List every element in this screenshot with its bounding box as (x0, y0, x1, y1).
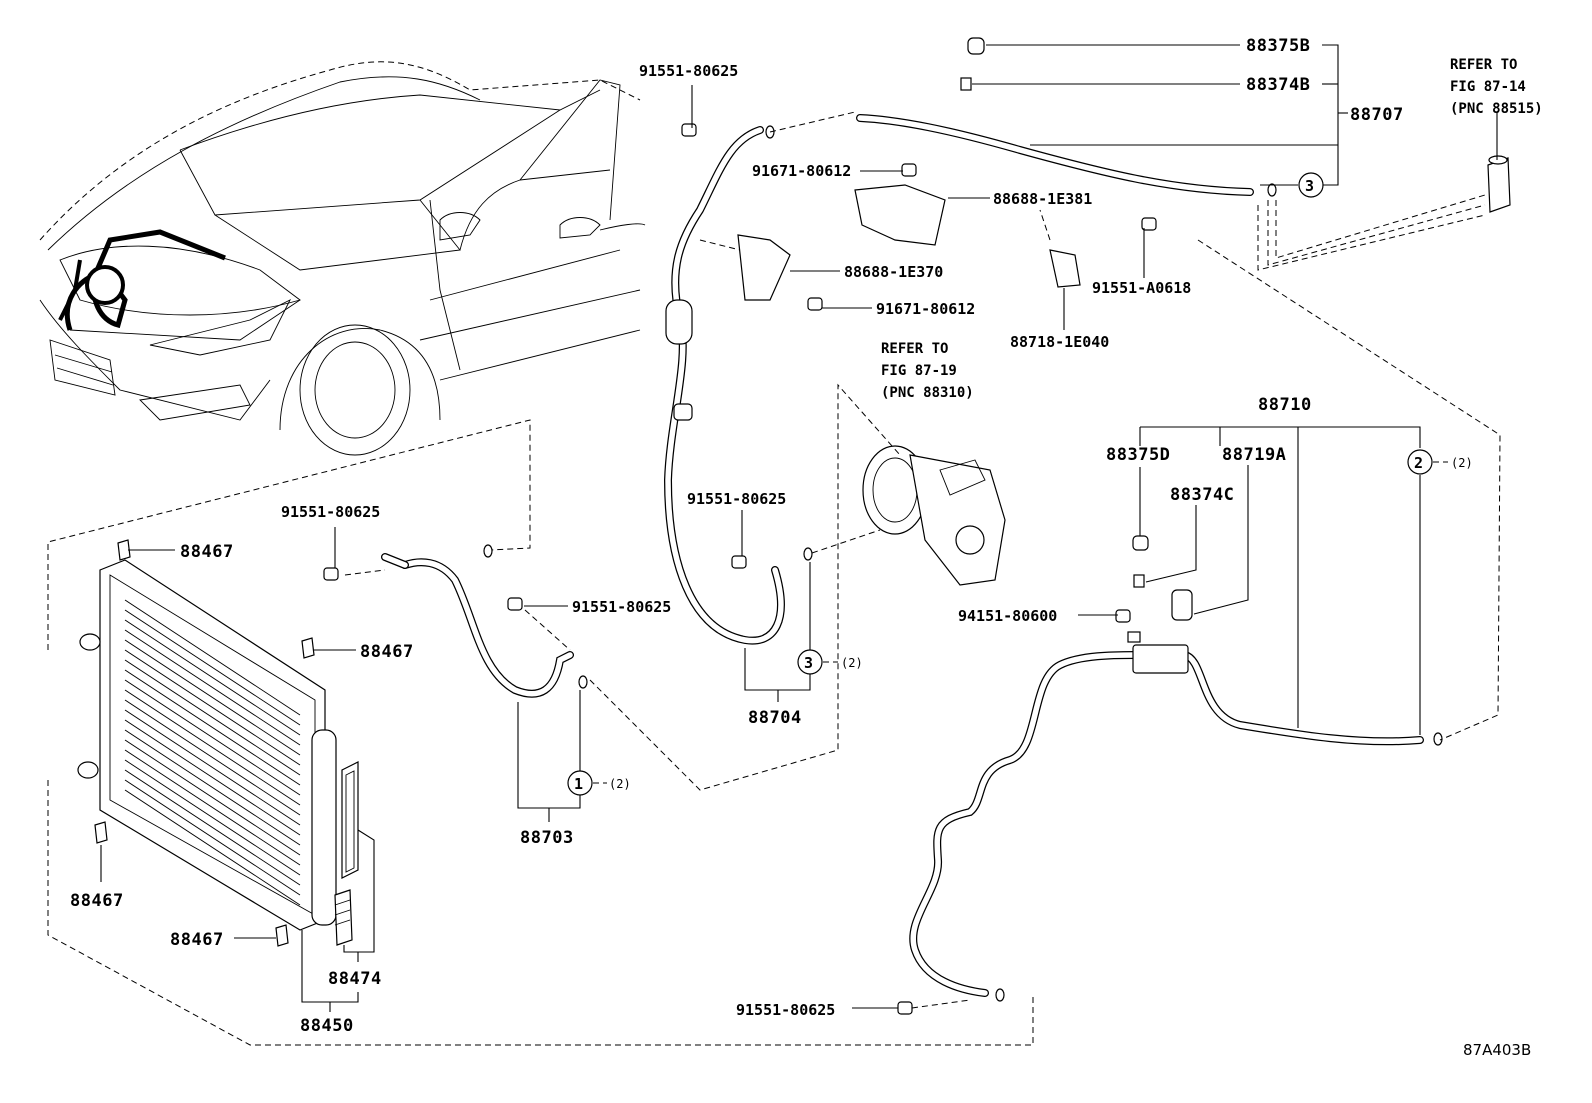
callouts: 3 2 (2) 3 (2) 1 (2) (567, 172, 1473, 796)
label-88719A: 88719A (1222, 445, 1286, 465)
label-bolt-91551-80625-left: 91551-80625 (281, 503, 380, 521)
ref1-line2: FIG 87-14 (1450, 79, 1526, 95)
callout-circle-3b (797, 649, 823, 675)
ref2-line2: FIG 87-19 (881, 363, 957, 379)
callout-2: 2 (1414, 454, 1423, 472)
label-88467-c: 88467 (70, 891, 124, 911)
qty-3: (2) (841, 656, 863, 670)
qty-2: (2) (1451, 456, 1473, 470)
label-bolt-91551-80625-bottom: 91551-80625 (736, 1001, 835, 1019)
label-88450: 88450 (300, 1016, 354, 1036)
label-88375B: 88375B (1246, 36, 1310, 56)
diagram-code: 87A403B (1463, 1041, 1531, 1059)
label-bracket-88688-1E370: 88688-1E370 (844, 263, 943, 281)
callout-circle-1 (567, 770, 593, 796)
dashed-connections (344, 111, 1501, 1009)
label-bracket-88688-1E381: 88688-1E381 (993, 190, 1092, 208)
label-nut-94151-80600: 94151-80600 (958, 607, 1057, 625)
car-illustration (39, 61, 646, 456)
ref1-line1: REFER TO (1450, 57, 1517, 73)
callout-1: 1 (574, 775, 583, 793)
callout-circle-3a (1298, 172, 1324, 198)
leader-lines (100, 44, 1498, 1012)
label-88710: 88710 (1258, 395, 1312, 415)
components (323, 37, 1511, 1015)
label-88467-b: 88467 (360, 642, 414, 662)
label-88467-d: 88467 (170, 930, 224, 950)
ref2-line3: (PNC 88310) (881, 385, 974, 401)
label-88467-a: 88467 (180, 542, 234, 562)
label-clamp-88718-1E040: 88718-1E040 (1010, 333, 1109, 351)
ref2-line1: REFER TO (881, 341, 948, 357)
label-88374C: 88374C (1170, 485, 1234, 505)
figure-references: REFER TO FIG 87-14 (PNC 88515) REFER TO … (881, 57, 1543, 401)
ref1-line3: (PNC 88515) (1450, 101, 1543, 117)
label-88474: 88474 (328, 969, 382, 989)
label-88707: 88707 (1350, 105, 1404, 125)
callout-3a: 3 (1305, 177, 1314, 195)
label-88703: 88703 (520, 828, 574, 848)
callout-circle-2 (1407, 449, 1433, 475)
ac-pipes (381, 114, 1424, 997)
label-bolt-91551-80625-pipe: 91551-80625 (572, 598, 671, 616)
label-bolt-91551-80625-mid: 91551-80625 (687, 490, 786, 508)
condenser (47, 419, 1034, 1046)
label-bolt-91551-A0618: 91551-A0618 (1092, 279, 1191, 297)
label-bolt-91671-80612-a: 91671-80612 (752, 162, 851, 180)
qty-1: (2) (609, 777, 631, 791)
label-88704: 88704 (748, 708, 802, 728)
part-labels: 88375B 88374B 88707 91551-80625 91671-80… (70, 36, 1404, 1036)
label-88374B: 88374B (1246, 75, 1310, 95)
callout-3b: 3 (804, 654, 813, 672)
label-bolt-91671-80612-b: 91671-80612 (876, 300, 975, 318)
label-bolt-91551-80625-top: 91551-80625 (639, 62, 738, 80)
label-88375D: 88375D (1106, 445, 1170, 465)
